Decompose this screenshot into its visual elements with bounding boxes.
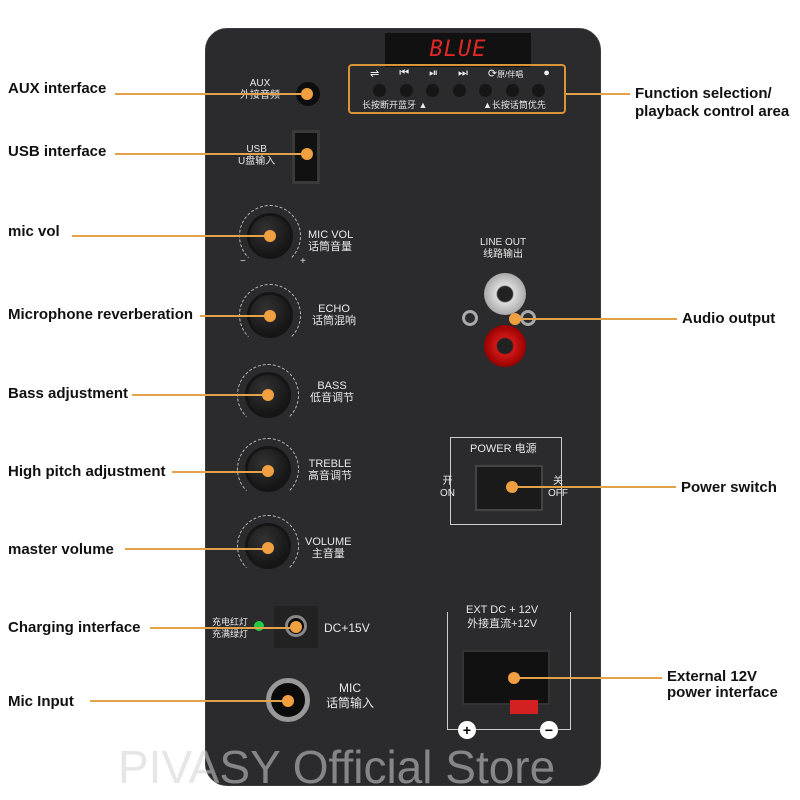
rca-white[interactable] <box>484 273 526 315</box>
function-icons: ⇌ ⏮ ⏯ ⏭ ⟳原/伴唱 ● <box>370 67 550 80</box>
max-mark: + <box>300 256 306 267</box>
hint-mic-priority: ▲长按话筒优先 <box>483 100 546 110</box>
button-loop[interactable] <box>479 84 492 97</box>
rca-red[interactable] <box>484 325 526 367</box>
callout-echo: Microphone reverberation <box>8 306 194 323</box>
loop-icon: ⟳原/伴唱 <box>487 68 524 80</box>
min-mark: − <box>240 256 246 267</box>
button-mode[interactable] <box>373 84 386 97</box>
callout-charging: Charging interface <box>8 619 141 636</box>
power-switch-frame <box>450 437 562 525</box>
button-record[interactable] <box>532 84 545 97</box>
button-next[interactable] <box>452 84 466 97</box>
callout-mic-input: Mic Input <box>8 693 74 710</box>
minus-icon: − <box>540 721 558 739</box>
button-prev[interactable] <box>399 84 413 97</box>
button-play[interactable] <box>426 84 439 97</box>
knob-scale <box>237 438 299 500</box>
callout-bass: Bass adjustment <box>8 385 129 402</box>
dc-label: DC+15V <box>324 621 370 635</box>
knob-scale <box>237 515 299 577</box>
play-pause-icon: ⏯ <box>429 67 438 79</box>
ext-dc-frame <box>447 612 571 730</box>
hint-bluetooth: 长按断开蓝牙 ▲ <box>362 100 428 110</box>
callout-treble: High pitch adjustment <box>8 463 166 480</box>
power-label: POWER 电源 <box>470 443 537 455</box>
callout-function: Function selection/playback control area <box>635 85 790 120</box>
callout-audio-output: Audio output <box>682 310 776 327</box>
callout-power: Power switch <box>681 479 777 496</box>
callout-volume: master volume <box>8 541 114 558</box>
callout-mic-vol: mic vol <box>8 223 60 240</box>
previous-icon: ⏮ <box>399 67 410 79</box>
button-vocal[interactable] <box>505 84 519 97</box>
record-icon: ● <box>543 67 550 79</box>
charge-led-label: 充电红灯充满绿灯 <box>212 617 249 639</box>
function-control-area <box>348 64 566 114</box>
screw <box>462 310 478 326</box>
watermark: PIVASY Official Store <box>118 741 556 793</box>
plus-icon: + <box>458 721 476 739</box>
led-display: BLUE <box>385 33 531 67</box>
next-icon: ⏭ <box>457 67 468 79</box>
repeat-icon: ⇌ <box>370 68 380 80</box>
charge-led <box>254 621 264 631</box>
callout-usb: USB interface <box>8 143 107 160</box>
function-buttons <box>373 84 545 97</box>
terminal-lever[interactable] <box>510 700 538 714</box>
callout-aux: AUX interface <box>8 80 107 97</box>
